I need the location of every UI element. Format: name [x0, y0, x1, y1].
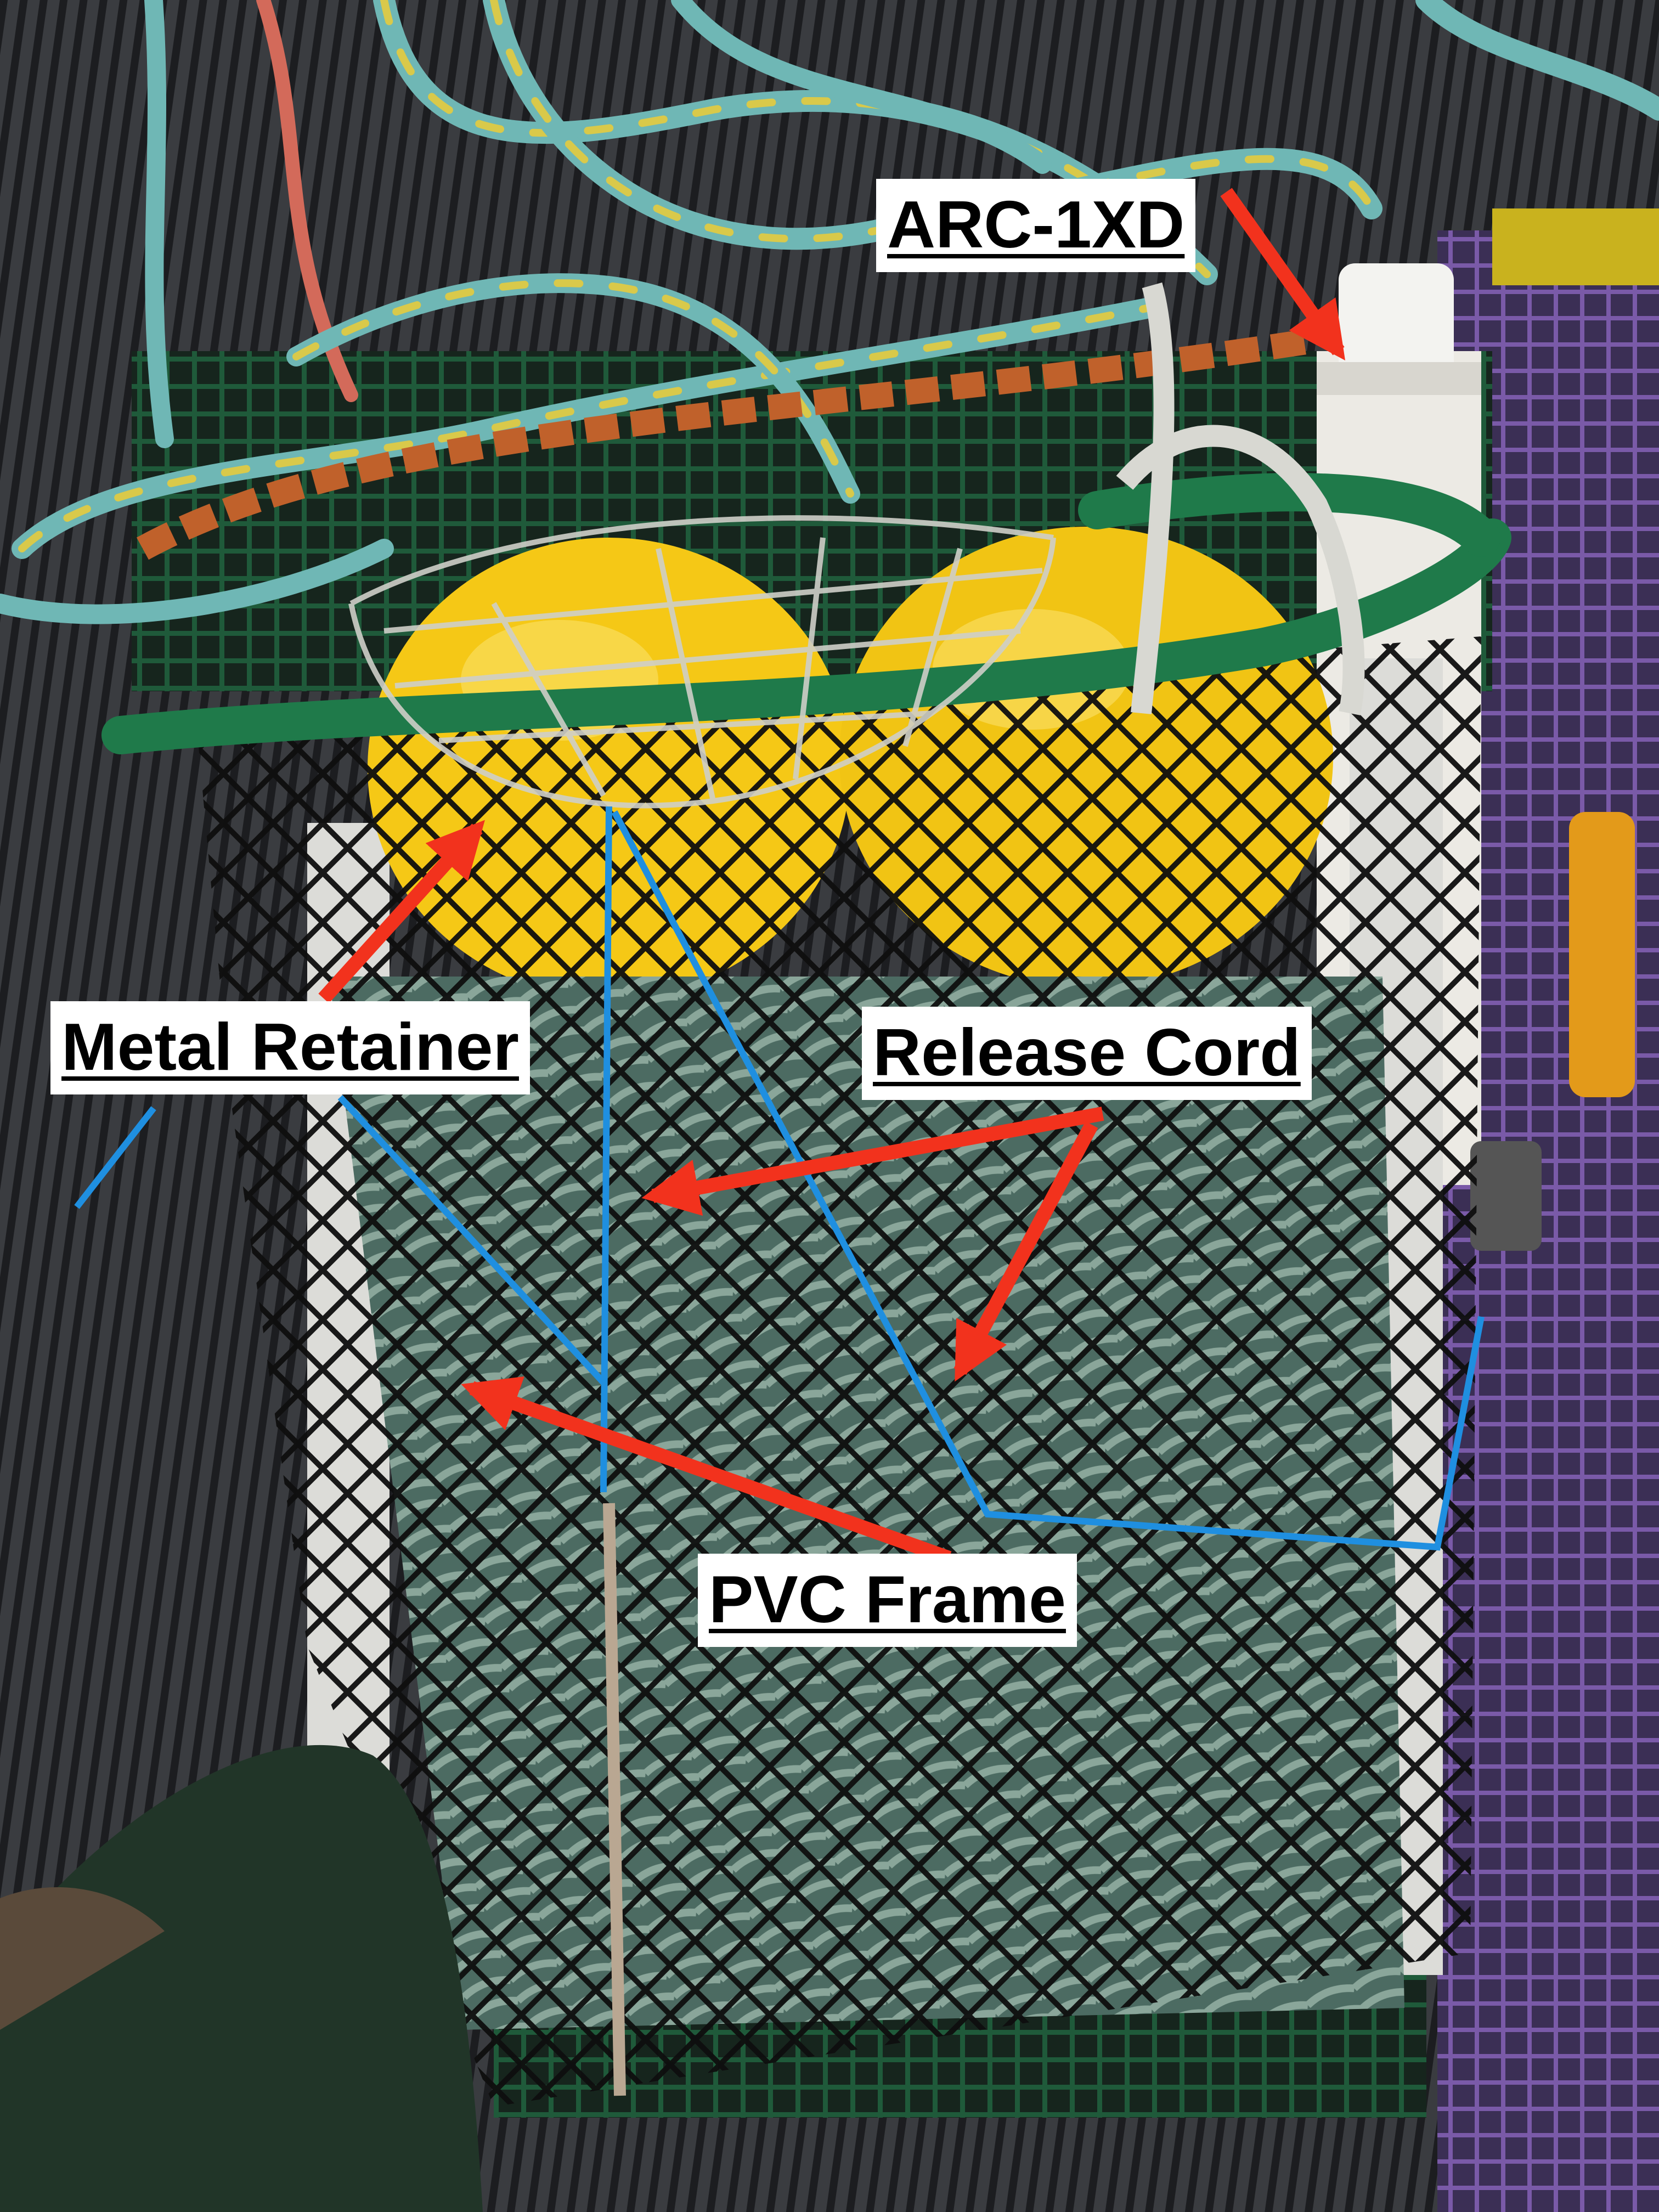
arrow-arc [1220, 188, 1346, 360]
arrow-release-1 [641, 1107, 1104, 1216]
pvc-frame-label: PVC Frame [698, 1554, 1077, 1647]
white-rope [1116, 425, 1365, 715]
metal-retainer-label: Metal Retainer [50, 1001, 530, 1094]
person-leg [0, 1745, 483, 2212]
green-hose-rim [101, 518, 1511, 754]
release-cord-label: Release Cord [862, 1007, 1312, 1100]
arrow-release-2 [953, 1121, 1098, 1382]
metal-retainer [348, 515, 1056, 809]
orange-rope [137, 328, 1319, 560]
orange-float-right [1569, 812, 1635, 1097]
rope-coils [0, 0, 1659, 624]
arc-1xd-label: ARC-1XD [876, 179, 1196, 272]
annotation-arrows [318, 188, 1346, 1565]
arrow-metal [318, 820, 485, 1003]
hanging-rope [603, 1503, 626, 2096]
arrow-pvc [461, 1376, 952, 1565]
trap-yellow-frame [1492, 208, 1659, 285]
